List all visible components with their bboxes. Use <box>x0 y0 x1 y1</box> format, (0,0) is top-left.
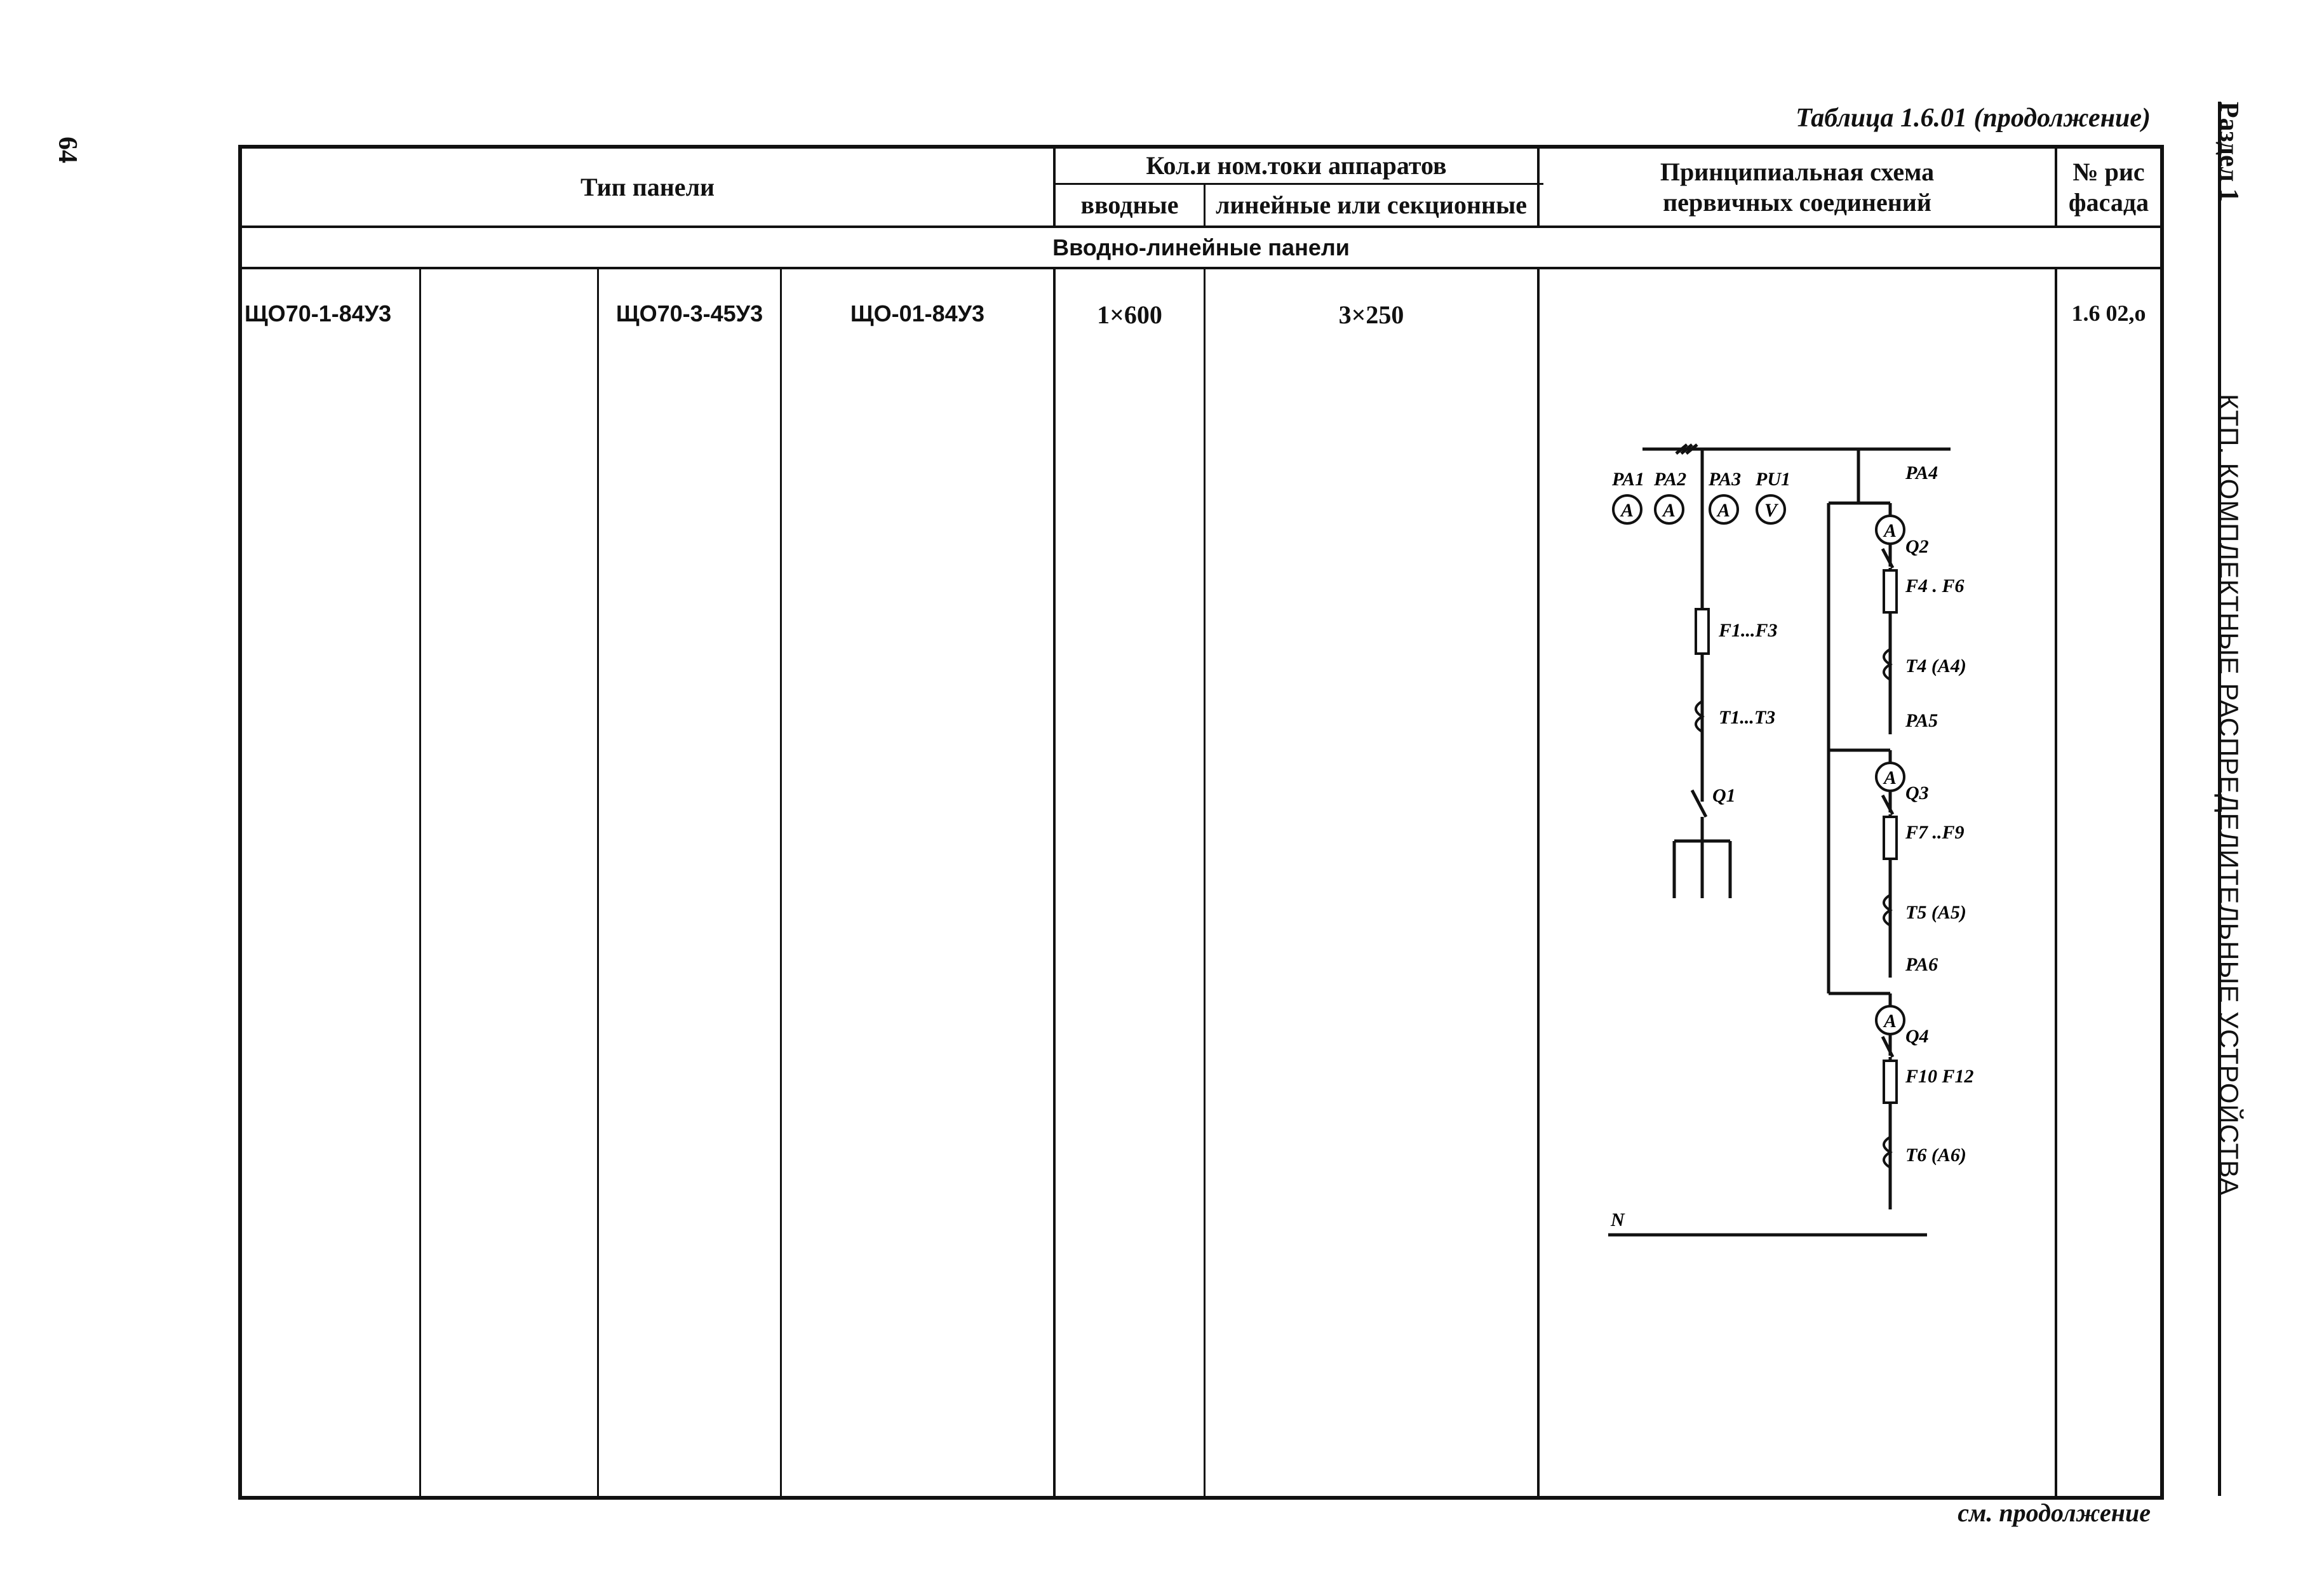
switch-label: Q1 <box>1712 785 1736 806</box>
meter-label: PA3 <box>1708 469 1741 490</box>
table-border-bottom <box>239 1496 2164 1500</box>
col-divider-type-4 <box>780 267 782 1498</box>
header-facade: № рис фасада <box>2068 157 2149 217</box>
meter-symbol: A <box>1716 500 1730 521</box>
transformer-icon <box>1695 700 1705 733</box>
neutral-label: N <box>1610 1209 1625 1230</box>
transformer-label: T6 (A6) <box>1905 1145 1966 1166</box>
fuse-icon <box>1883 1060 1898 1104</box>
continued-note: см. продолжение <box>1958 1498 2151 1527</box>
header-inputs: вводные <box>1080 191 1179 219</box>
header-lines: линейные или секционные <box>1215 191 1528 219</box>
meter-label: PU1 <box>1755 469 1790 490</box>
col-divider-scheme-body <box>1537 267 1540 1498</box>
fuse-label: F4 . F6 <box>1905 575 1965 596</box>
col-divider-inputs <box>1053 145 1056 225</box>
header-subrule <box>1054 183 1543 185</box>
switch-label: Q3 <box>1905 783 1929 804</box>
fuse-icon <box>1883 569 1898 614</box>
fuse-label: F1...F3 <box>1718 620 1778 641</box>
transformer-icon <box>1883 648 1893 681</box>
side-rule <box>2218 102 2221 1496</box>
meter-label: PA6 <box>1905 954 1938 975</box>
cell-lines: 3×250 <box>1338 300 1404 329</box>
branch-3-switch <box>1881 1035 1895 1058</box>
col-divider-type-2 <box>419 267 421 1498</box>
col-divider-type-3 <box>597 267 599 1498</box>
col-divider-facade-body <box>2055 267 2057 1498</box>
meter-symbol: V <box>1764 500 1779 521</box>
cell-type-1: ЩО70-1-84У3 <box>245 300 392 326</box>
header-devices-group: Кол.и ном.токи аппаратов <box>1146 151 1447 180</box>
fuse-label: F7 ..F9 <box>1905 822 1965 843</box>
voltmeter-icon <box>1756 494 1786 525</box>
meter-symbol: A <box>1883 767 1897 788</box>
fuse-icon <box>1883 816 1898 860</box>
meter-symbol: A <box>1662 500 1676 521</box>
col-divider-facade <box>2055 145 2057 225</box>
col-divider-lines <box>1204 183 1206 225</box>
transformer-label: T5 (A5) <box>1905 902 1966 923</box>
col-divider-inputs-body <box>1053 267 1056 1498</box>
table-border-top <box>239 145 2164 149</box>
switch-label: Q2 <box>1905 536 1929 557</box>
header-bottom-rule <box>239 225 2164 228</box>
meter-label: PA5 <box>1905 710 1938 731</box>
cell-type-4: ЩО-01-84У3 <box>850 300 985 326</box>
transformer-label: T4 (A4) <box>1905 656 1966 676</box>
fuse-icon <box>1695 608 1710 655</box>
meter-symbol: A <box>1883 520 1897 541</box>
transformer-icon <box>1883 1136 1893 1169</box>
ammeter-icon <box>1612 494 1642 525</box>
cell-facade: 1.6 02,о <box>2071 300 2146 326</box>
bus-hatch <box>1680 443 1693 455</box>
meter-label: PA1 <box>1611 469 1644 490</box>
branch-1-switch <box>1881 548 1895 569</box>
ammeter-icon <box>1875 1005 1905 1035</box>
transformer-label: T1...T3 <box>1719 707 1775 728</box>
meter-label: PA4 <box>1905 462 1938 483</box>
cell-type-2 <box>421 300 597 338</box>
section-bottom-rule <box>239 267 2164 269</box>
table-caption: Таблица 1.6.01 (продолжение) <box>1796 104 2151 133</box>
bus-hatch <box>1675 443 1688 455</box>
cell-inputs: 1×600 <box>1097 300 1162 329</box>
meter-label: PA2 <box>1653 469 1686 490</box>
header-scheme: Принципиальная схема первичных соединени… <box>1660 157 1935 217</box>
switch-label: Q4 <box>1905 1026 1929 1047</box>
col-divider-lines-body <box>1204 267 1206 1498</box>
ammeter-icon <box>1875 515 1905 545</box>
transformer-icon <box>1883 894 1893 927</box>
ammeter-icon <box>1875 762 1905 792</box>
table-border-right <box>2160 145 2164 1500</box>
bus-hatch <box>1685 443 1698 455</box>
branch-2-switch <box>1881 794 1895 816</box>
table-border-left <box>238 145 242 1500</box>
left-switch <box>1690 789 1708 818</box>
fuse-label: F10 F12 <box>1905 1066 1974 1087</box>
header-panel-type: Тип панели <box>580 172 715 201</box>
meter-symbol: A <box>1883 1011 1897 1032</box>
cell-type-3: ЩО70-3-45У3 <box>615 300 763 326</box>
ammeter-icon <box>1709 494 1739 525</box>
section-title: Вводно-линейные панели <box>1052 234 1350 260</box>
meter-symbol: A <box>1620 500 1634 521</box>
ammeter-icon <box>1654 494 1684 525</box>
schematic-diagram: A A A V A A A PA1 PA2 PA3 PU1 F1...F3 T1… <box>1608 443 1974 1237</box>
col-divider-scheme <box>1537 145 1540 225</box>
